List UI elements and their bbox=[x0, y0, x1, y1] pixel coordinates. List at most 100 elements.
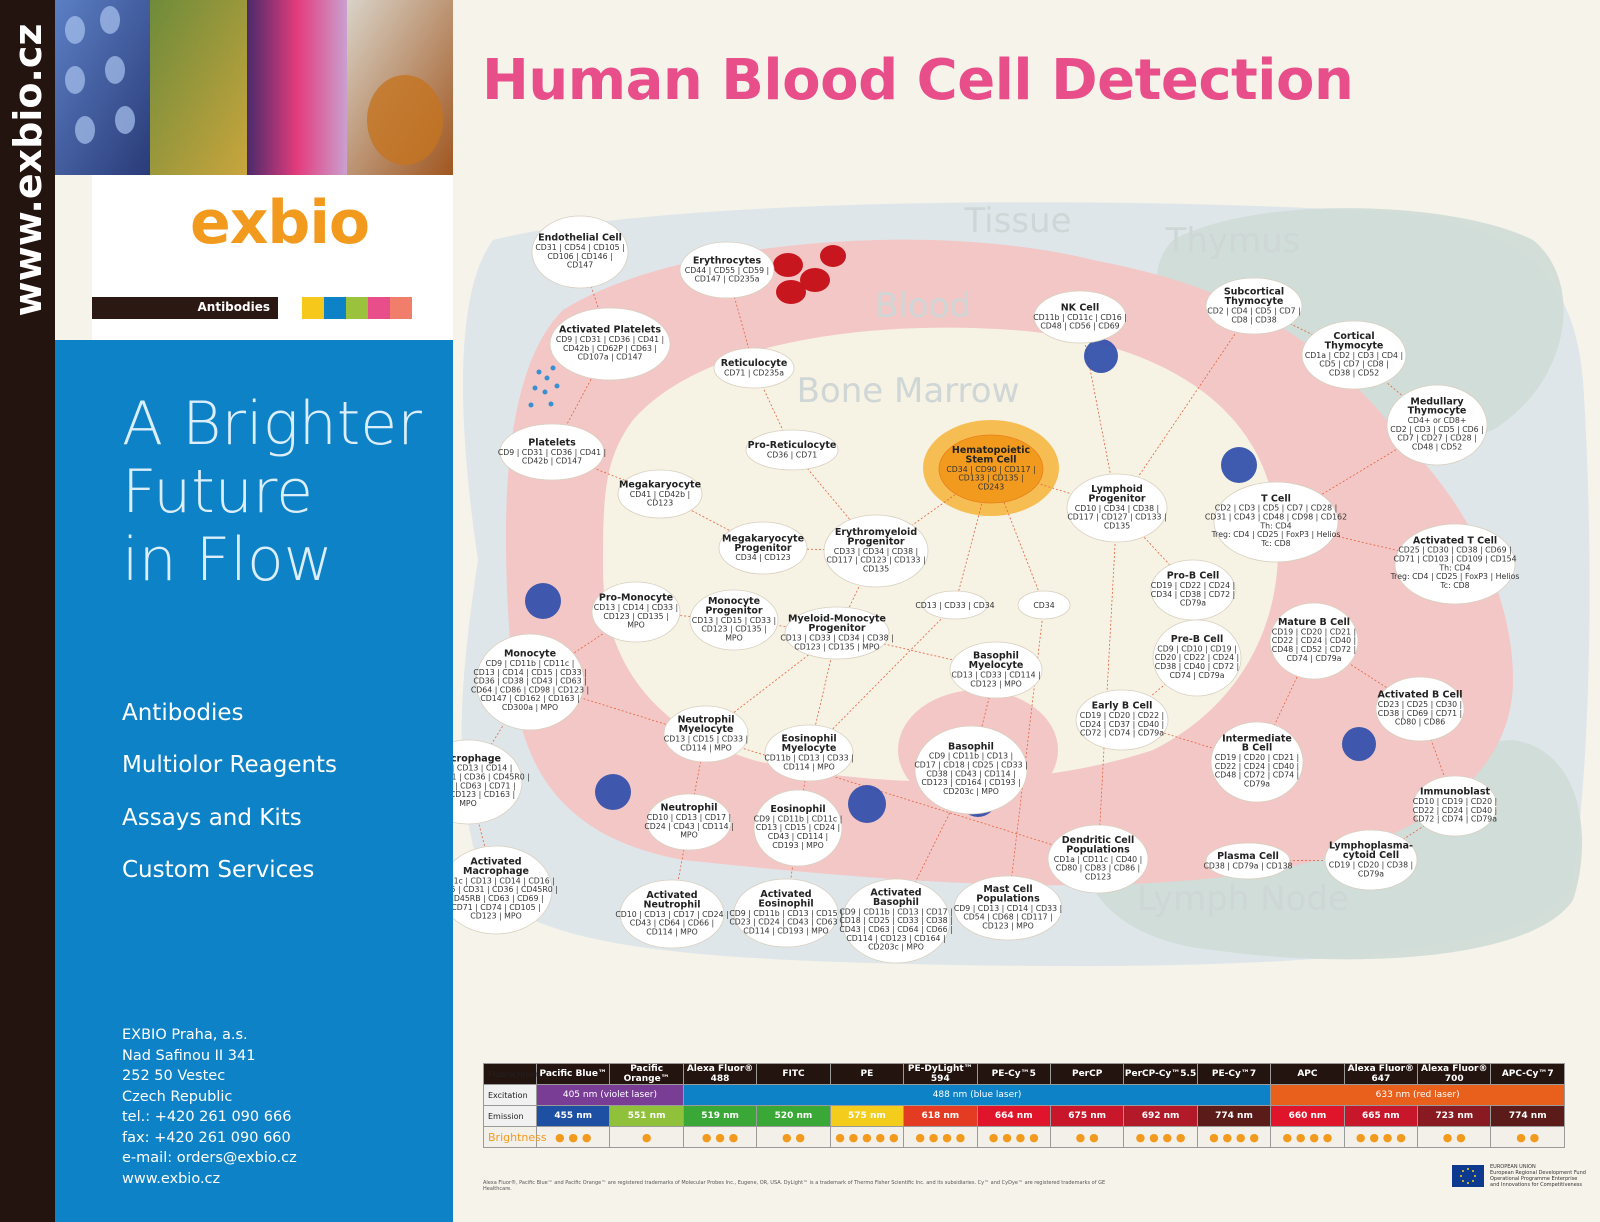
cell-markers: CD9 | CD11b | CD13 | CD17 | bbox=[839, 907, 952, 916]
cell-markers: CD64 | CD86 | CD98 | CD123 | bbox=[471, 685, 589, 694]
cell-node-macrophage: MacrophageCD11c | CD13 | CD14 |CD16 | CD… bbox=[453, 739, 530, 825]
emission-cell: 618 nm bbox=[903, 1105, 978, 1127]
menu-item-assays-kits[interactable]: Assays and Kits bbox=[122, 805, 302, 831]
cell-markers: Treg: CD4 | CD25 | FoxP3 | Helios bbox=[1390, 572, 1520, 581]
menu-item-custom-services[interactable]: Custom Services bbox=[122, 857, 315, 883]
cell-markers: CD123 bbox=[647, 499, 673, 508]
cell-bubble bbox=[1394, 523, 1516, 605]
cell-markers: CD147 | CD235a bbox=[694, 275, 759, 284]
cell-markers: CD72 | CD74 | CD79a bbox=[1080, 729, 1164, 738]
cell-title: Reticulocyte bbox=[721, 358, 788, 369]
cell-markers: CD147 bbox=[567, 261, 593, 270]
cell-markers: CD13 | CD33 | CD34 | CD38 | bbox=[780, 634, 893, 643]
cell-markers: CD20 | CD22 | CD24 | bbox=[1155, 653, 1239, 662]
cell-bubble bbox=[689, 589, 779, 651]
eu-text-line: EUROPEAN UNION bbox=[1490, 1164, 1536, 1170]
lineage-link bbox=[753, 367, 793, 451]
cell-bubble bbox=[823, 514, 929, 588]
cell-title: Cortical bbox=[1333, 331, 1374, 342]
cell-title: Activated T Cell bbox=[1413, 535, 1497, 546]
brightness-cell: ● ● bbox=[1417, 1126, 1492, 1148]
emission-cell: 675 nm bbox=[1049, 1105, 1125, 1127]
color-swatch bbox=[390, 297, 412, 319]
cell-title: Hematopoietic bbox=[952, 445, 1030, 456]
cell-markers: CD9 | CD31 | CD36 | CD41 | bbox=[498, 448, 606, 457]
cell-markers: CD74 | CD79a bbox=[1169, 671, 1224, 680]
cell-markers: CD74 | CD123 | CD163 | bbox=[453, 790, 515, 799]
side-strip: www.exbio.cz bbox=[0, 0, 55, 1222]
cell-markers: CD9 | CD13 | CD14 | CD33 | bbox=[954, 904, 1062, 913]
cell-title: Monocyte bbox=[708, 596, 760, 607]
cell-title: Macrophage bbox=[453, 753, 501, 764]
cell-markers: CD48 | CD52 | CD72 | bbox=[1272, 645, 1356, 654]
email-link[interactable]: e-mail: orders@exbio.cz bbox=[122, 1150, 297, 1166]
cell-title: Activated Platelets bbox=[559, 325, 661, 336]
cell-title: Basophil bbox=[873, 897, 919, 908]
emission-cell: 519 nm bbox=[682, 1105, 758, 1127]
lab-photo-collage bbox=[55, 0, 453, 175]
fluorochrome-name: PE bbox=[829, 1063, 905, 1085]
cell-title: Medullary bbox=[1410, 396, 1464, 407]
cell-title: Eosinophil bbox=[781, 734, 836, 745]
cell-markers: Tc: CD8 bbox=[1439, 581, 1469, 590]
fluorochrome-name: PE-DyLight™ 594 bbox=[903, 1063, 978, 1085]
brightness-cell: ● ● ● bbox=[682, 1126, 758, 1148]
cell-title: B Cell bbox=[1242, 743, 1272, 754]
cell-markers: CD19 | CD22 | CD24 | bbox=[1151, 581, 1235, 590]
cell-markers: CD43 | CD64 | CD66 | bbox=[630, 919, 714, 928]
cell-title: Activated bbox=[646, 890, 697, 901]
cell-markers: CD9 | CD10 | CD19 | bbox=[1157, 644, 1236, 653]
cell-markers: CD13 | CD33 | CD114 | bbox=[951, 671, 1040, 680]
lineage-link bbox=[808, 604, 956, 754]
cell-bubble bbox=[1033, 290, 1127, 344]
cell-markers: CD11b | CD13 | CD33 | bbox=[764, 754, 853, 763]
fluorochrome-name: Pacific Orange™ bbox=[609, 1063, 684, 1085]
cell-markers: CD25 | CD30 | CD38 | CD69 | bbox=[1398, 546, 1511, 555]
emission-cell: 455 nm bbox=[535, 1105, 611, 1127]
cell-bubble bbox=[619, 879, 725, 949]
cell-markers: CD42b | CD62P | CD63 | bbox=[563, 344, 657, 353]
lineage-link bbox=[1116, 305, 1255, 509]
lineage-link bbox=[1097, 507, 1118, 860]
menu-item-antibodies[interactable]: Antibodies bbox=[122, 700, 244, 726]
cell-title: Lymphoid bbox=[1091, 484, 1143, 495]
cell-markers: CD80 | CD83 | CD86 | bbox=[1056, 864, 1140, 873]
cell-markers: CD9 | CD11b | CD13 | bbox=[929, 752, 1013, 761]
cell-markers: CD10 | CD13 | CD17 | bbox=[647, 813, 731, 822]
cell-title: Plasma Cell bbox=[1217, 851, 1279, 862]
region-label-thymus: Thymus bbox=[1165, 221, 1301, 261]
website-link[interactable]: www.exbio.cz bbox=[122, 1170, 221, 1187]
cell-markers: CD10 | CD19 | CD20 | bbox=[1413, 797, 1497, 806]
cell-bubble bbox=[938, 434, 1044, 504]
brightness-cell: ● ● ● ● bbox=[1270, 1126, 1345, 1148]
cell-bubble bbox=[679, 241, 775, 299]
cell-markers: CD72 | CD74 | CD79a bbox=[1413, 815, 1497, 824]
row-label: Emission bbox=[483, 1105, 537, 1127]
cell-markers: MPO bbox=[725, 633, 743, 642]
cell-markers: CD107a | CD147 bbox=[577, 353, 642, 362]
cell-markers: CD2 | CD4 | CD5 | CD7 | bbox=[1207, 307, 1301, 316]
cell-markers: CD5 | CD7 | CD8 | bbox=[1319, 360, 1389, 369]
cell-bubble bbox=[745, 429, 839, 471]
fluorochrome-name: FITC bbox=[756, 1063, 831, 1085]
color-swatch bbox=[302, 297, 324, 319]
trademark-footnote: Alexa Fluor®, Pacific Blue™ and Pacific … bbox=[483, 1180, 1106, 1192]
cell-title: Erythrocytes bbox=[693, 255, 762, 266]
cell-markers: CD106 | CD146 | bbox=[547, 252, 612, 261]
cell-bubble bbox=[953, 875, 1063, 941]
menu-item-multicolor-reagents[interactable]: Multiolor Reagents bbox=[122, 752, 338, 778]
cell-title: Immunoblast bbox=[1420, 787, 1491, 798]
cell-title: Basophil bbox=[948, 741, 994, 752]
